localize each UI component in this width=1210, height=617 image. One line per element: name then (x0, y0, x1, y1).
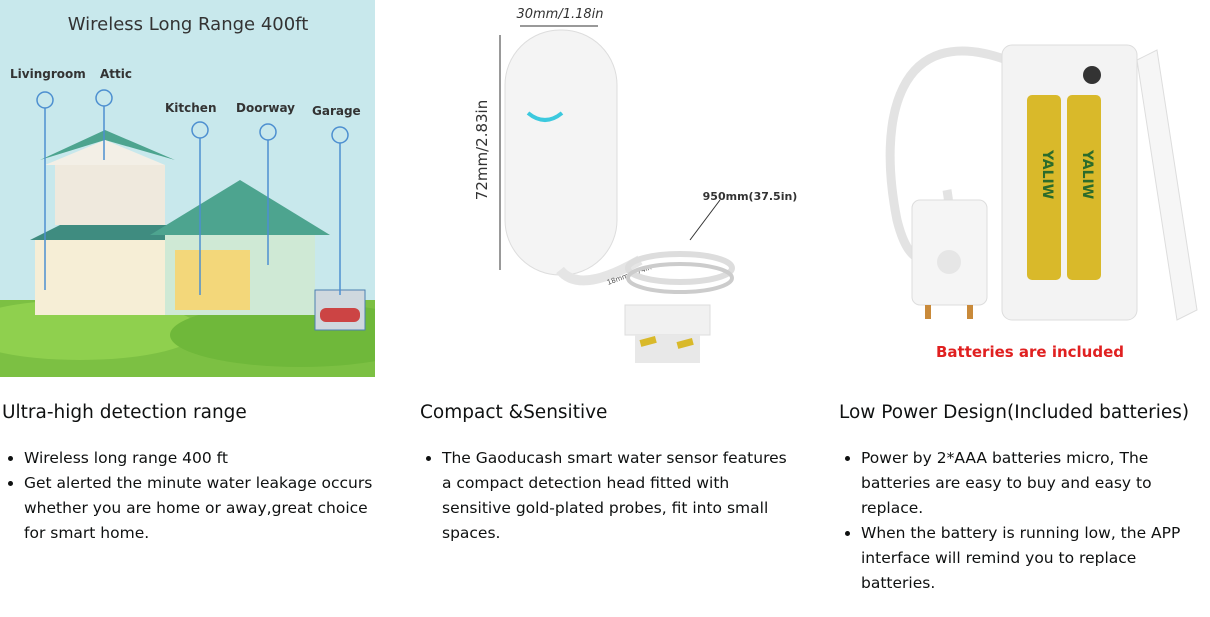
image-title: Wireless Long Range 400ft (68, 14, 309, 35)
bullet-item: Wireless long range 400 ft (24, 446, 374, 471)
feature-bullets: Wireless long range 400 ft Get alerted t… (2, 446, 374, 546)
feature-bullets: Power by 2*AAA batteries micro, The batt… (839, 446, 1210, 596)
width-label: 30mm/1.18in (516, 7, 603, 22)
height-label: 72mm/2.83in (473, 100, 491, 200)
room-label: Livingroom (10, 67, 86, 81)
feature-heading: Ultra-high detection range (2, 402, 247, 423)
battery-brand: YALIW (1079, 149, 1095, 199)
feature-heading: Low Power Design(Included batteries) (839, 402, 1190, 423)
bullet-item: Power by 2*AAA batteries micro, The batt… (861, 446, 1210, 521)
room-label: Kitchen (165, 101, 217, 115)
battery-brand: YALIW (1039, 149, 1055, 199)
room-label: Attic (100, 67, 132, 81)
bullet-item: When the battery is running low, the APP… (861, 521, 1210, 596)
room-label: Doorway (236, 101, 295, 115)
room-label: Garage (312, 104, 361, 118)
feature-heading: Compact &Sensitive (420, 402, 608, 423)
battery-compartment-image: YALIW YALIW Batteries are included (885, 44, 1198, 361)
bullet-item: The Gaoducash smart water sensor feature… (442, 446, 792, 546)
house-range-image: Wireless Long Range 400ft Livingroom Att… (0, 0, 375, 377)
sensor-dimensions-image: 30mm/1.18in 72mm/2.83in 18mm/0.74in 950m… (473, 7, 798, 363)
feature-bullets: The Gaoducash smart water sensor feature… (420, 446, 792, 546)
bullet-item: Get alerted the minute water leakage occ… (24, 471, 374, 546)
batteries-included-caption: Batteries are included (936, 343, 1124, 361)
cable-label: 950mm(37.5in) (703, 190, 798, 203)
